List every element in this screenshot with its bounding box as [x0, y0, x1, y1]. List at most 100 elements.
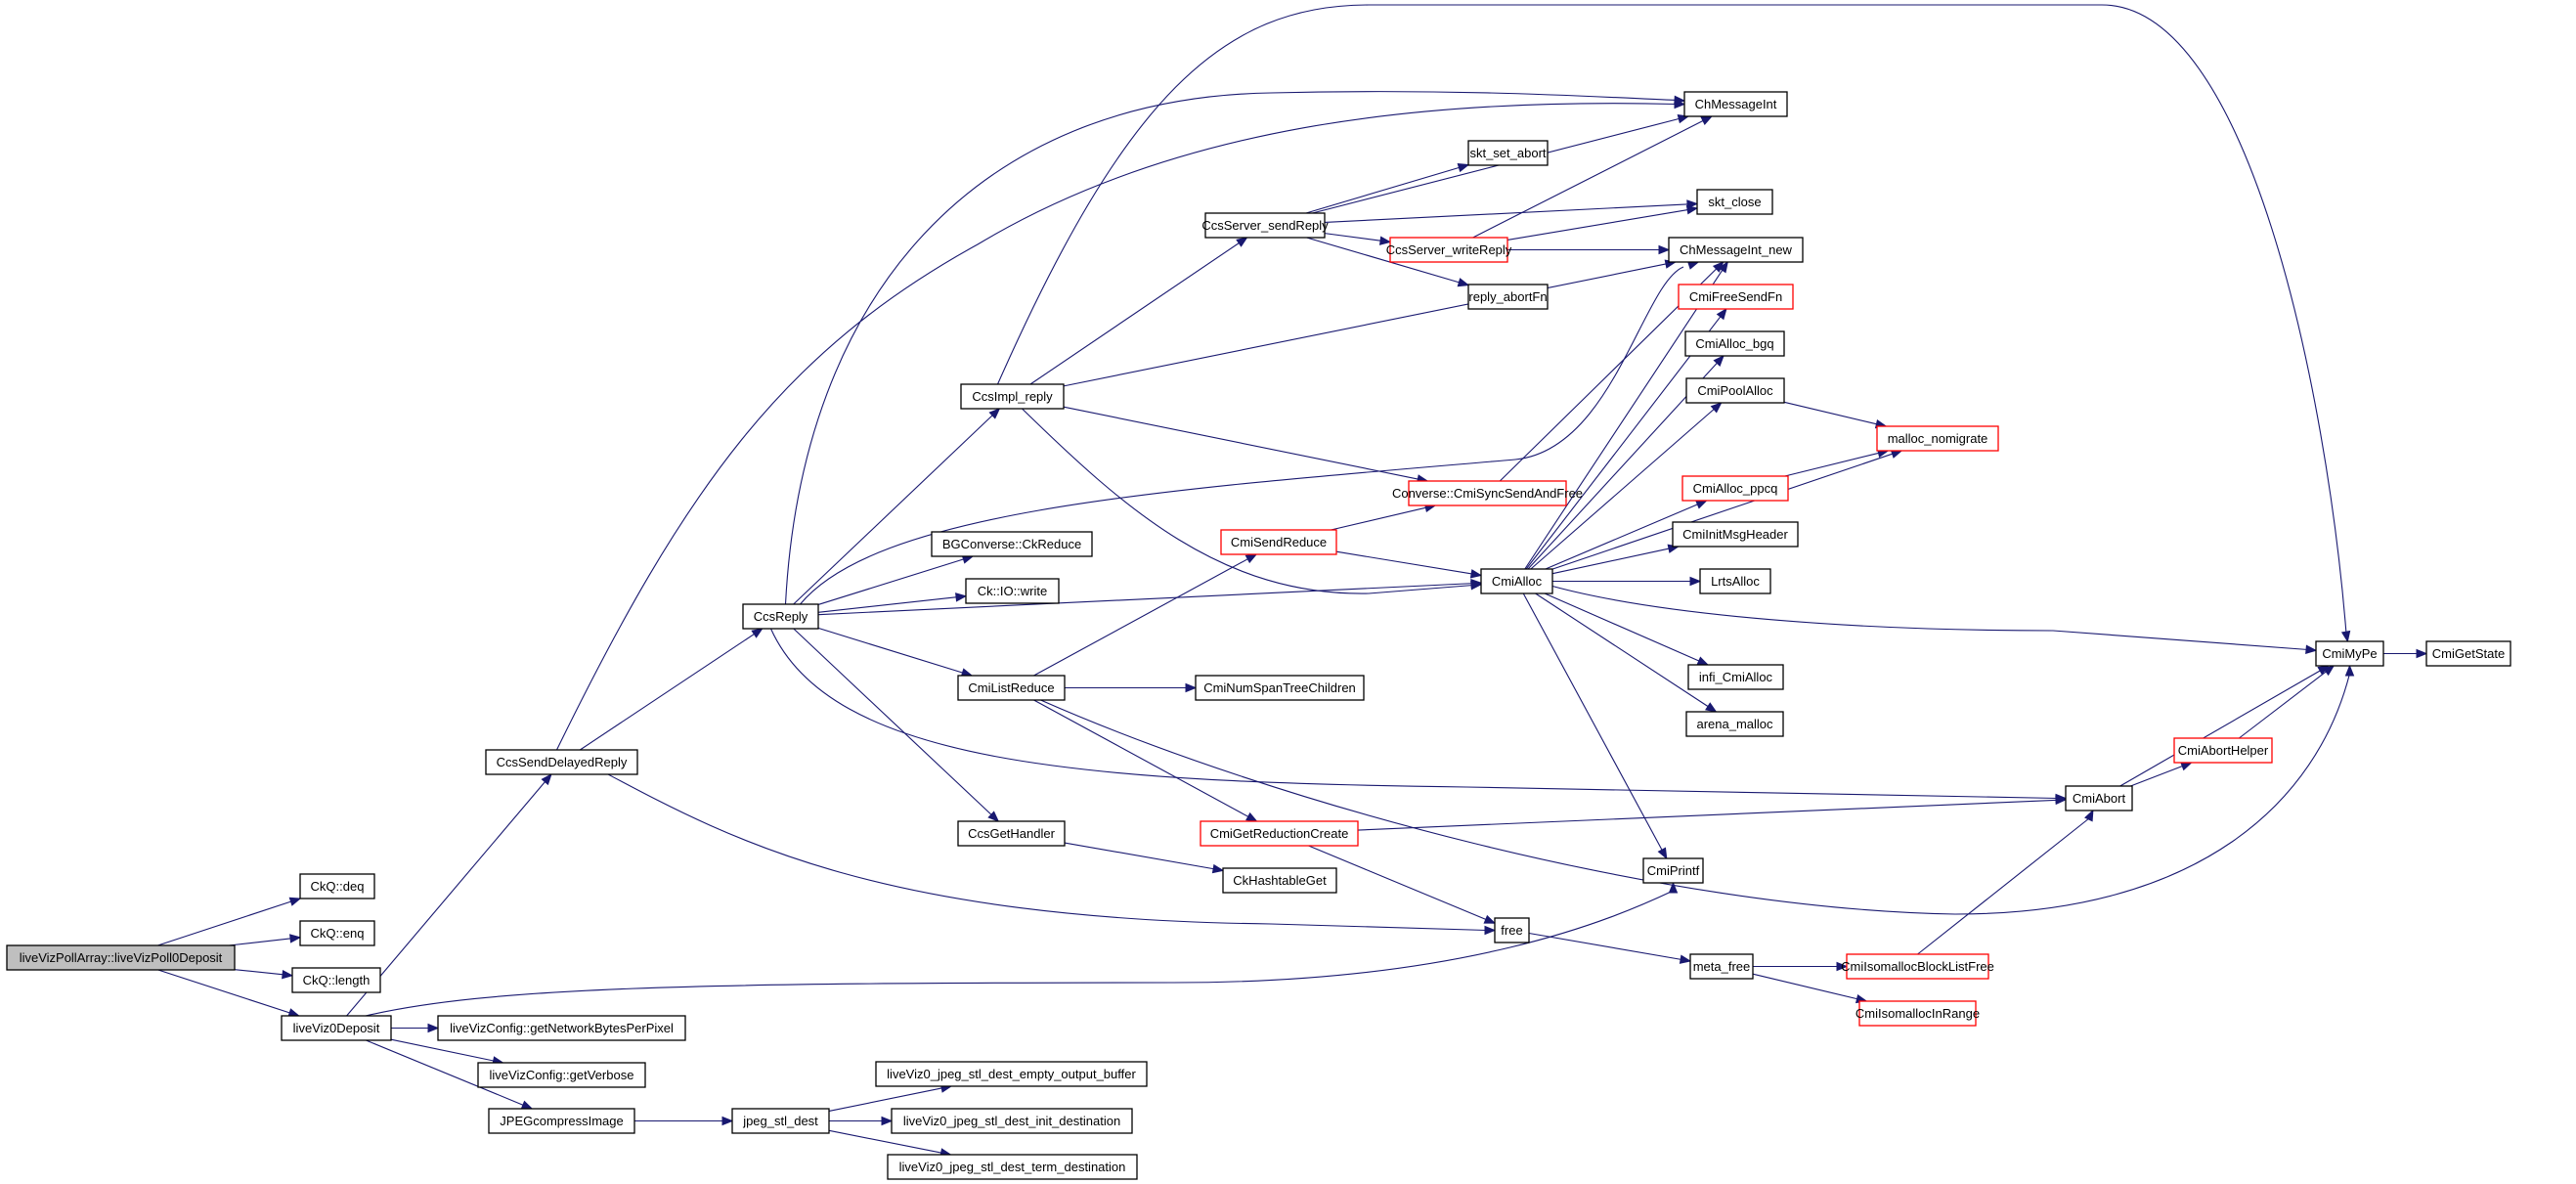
node-box[interactable] [1642, 857, 1704, 884]
node-box[interactable] [1494, 917, 1530, 943]
node-skt-set-abort[interactable]: skt_set_abort [1467, 140, 1549, 166]
node-box[interactable] [1200, 820, 1359, 847]
node-box[interactable] [1858, 1000, 1977, 1027]
node-liveviz0deposit[interactable]: liveViz0Deposit [281, 1015, 392, 1041]
node-box[interactable] [291, 967, 381, 993]
node-box[interactable] [488, 1108, 635, 1134]
node-cmiisomallocblocklistfree[interactable]: CmiIsomallocBlockListFree [1841, 953, 1994, 980]
node-box[interactable] [1480, 568, 1553, 594]
node-box[interactable] [437, 1015, 686, 1041]
node-cmiisomallocinrange[interactable]: CmiIsomallocInRange [1856, 1000, 1980, 1027]
node-box[interactable] [2065, 785, 2133, 811]
node-box[interactable] [1687, 664, 1784, 690]
node-livevizpollarray-livevizpoll0deposit[interactable]: liveVizPollArray::liveVizPoll0Deposit [6, 944, 236, 971]
node-box[interactable] [1389, 237, 1508, 263]
node-box[interactable] [965, 578, 1060, 604]
node-box[interactable] [2315, 640, 2384, 667]
node-liveviz0-jpeg-stl-dest-term-destination[interactable]: liveViz0_jpeg_stl_dest_term_destination [887, 1154, 1138, 1180]
node-jpeg-stl-dest[interactable]: jpeg_stl_dest [731, 1108, 830, 1134]
node-jpegcompressimage[interactable]: JPEGcompressImage [488, 1108, 635, 1134]
node-cmilistreduce[interactable]: CmiListReduce [957, 675, 1066, 701]
node-box[interactable] [887, 1154, 1138, 1180]
node-box[interactable] [1685, 711, 1784, 737]
node-box[interactable] [1678, 284, 1794, 310]
node-converse-cmisyncsendandfree[interactable]: Converse::CmiSyncSendAndFree [1392, 480, 1583, 506]
node-box[interactable] [299, 873, 375, 899]
node-ck-io-write[interactable]: Ck::IO::write [965, 578, 1060, 604]
node-box[interactable] [1846, 953, 1989, 980]
node-box[interactable] [1467, 284, 1549, 310]
node-box[interactable] [960, 383, 1065, 410]
node-box[interactable] [1467, 140, 1549, 166]
node-cmiabort[interactable]: CmiAbort [2065, 785, 2133, 811]
node-ccsreply[interactable]: CcsReply [742, 603, 819, 630]
node-box[interactable] [1685, 377, 1785, 404]
node-box[interactable] [477, 1062, 646, 1088]
node-free[interactable]: free [1494, 917, 1530, 943]
node-chmessageint-new[interactable]: ChMessageInt_new [1668, 237, 1804, 263]
node-box[interactable] [1681, 475, 1789, 502]
node-malloc-nomigrate[interactable]: malloc_nomigrate [1876, 425, 1999, 452]
node-ccsgethandler[interactable]: CcsGetHandler [957, 820, 1066, 847]
node-cmifreesendfn[interactable]: CmiFreeSendFn [1678, 284, 1794, 310]
node-box[interactable] [1684, 330, 1785, 357]
node-liveviz0-jpeg-stl-dest-empty-output-buffer[interactable]: liveViz0_jpeg_stl_dest_empty_output_buff… [875, 1061, 1148, 1087]
node-box[interactable] [1672, 521, 1799, 548]
node-ckhashtableget[interactable]: CkHashtableGet [1222, 867, 1337, 894]
node-livevizconfig-getverbose[interactable]: liveVizConfig::getVerbose [477, 1062, 646, 1088]
node-box[interactable] [1222, 867, 1337, 894]
node-box[interactable] [1876, 425, 1999, 452]
node-box[interactable] [1683, 91, 1788, 117]
node-cmimype[interactable]: CmiMyPe [2315, 640, 2384, 667]
node-box[interactable] [299, 920, 375, 946]
node-cmiprintf[interactable]: CmiPrintf [1642, 857, 1704, 884]
node-box[interactable] [957, 675, 1066, 701]
node-box[interactable] [1699, 568, 1771, 594]
node-infi-cmialloc[interactable]: infi_CmiAlloc [1687, 664, 1784, 690]
node-box[interactable] [891, 1108, 1133, 1134]
node-lrtsalloc[interactable]: LrtsAlloc [1699, 568, 1771, 594]
node-box[interactable] [2173, 737, 2273, 764]
node-ckq-length[interactable]: CkQ::length [291, 967, 381, 993]
node-meta-free[interactable]: meta_free [1689, 953, 1754, 980]
node-box[interactable] [6, 944, 236, 971]
node-cmialloc[interactable]: CmiAlloc [1480, 568, 1553, 594]
node-ccsimpl-reply[interactable]: CcsImpl_reply [960, 383, 1065, 410]
node-ckq-deq[interactable]: CkQ::deq [299, 873, 375, 899]
node-arena-malloc[interactable]: arena_malloc [1685, 711, 1784, 737]
node-cmisendreduce[interactable]: CmiSendReduce [1220, 529, 1337, 555]
node-skt-close[interactable]: skt_close [1696, 189, 1773, 215]
node-ccsserver-sendreply[interactable]: CcsServer_sendReply [1201, 212, 1329, 239]
node-cmigetstate[interactable]: CmiGetState [2425, 640, 2511, 667]
node-box[interactable] [931, 531, 1093, 557]
node-cmiaborthelper[interactable]: CmiAbortHelper [2173, 737, 2273, 764]
node-box[interactable] [957, 820, 1066, 847]
node-ccssenddelayedreply[interactable]: CcsSendDelayedReply [485, 749, 638, 775]
node-box[interactable] [742, 603, 819, 630]
node-box[interactable] [731, 1108, 830, 1134]
node-cmialloc-ppcq[interactable]: CmiAlloc_ppcq [1681, 475, 1789, 502]
node-cmipoolalloc[interactable]: CmiPoolAlloc [1685, 377, 1785, 404]
node-box[interactable] [875, 1061, 1148, 1087]
node-box[interactable] [2425, 640, 2511, 667]
node-box[interactable] [1220, 529, 1337, 555]
node-box[interactable] [1204, 212, 1326, 239]
node-cmigetreductioncreate[interactable]: CmiGetReductionCreate [1200, 820, 1359, 847]
node-cmialloc-bgq[interactable]: CmiAlloc_bgq [1684, 330, 1785, 357]
node-bgconverse-ckreduce[interactable]: BGConverse::CkReduce [931, 531, 1093, 557]
node-reply-abortfn[interactable]: reply_abortFn [1467, 284, 1549, 310]
node-liveviz0-jpeg-stl-dest-init-destination[interactable]: liveViz0_jpeg_stl_dest_init_destination [891, 1108, 1133, 1134]
node-cmiinitmsgheader[interactable]: CmiInitMsgHeader [1672, 521, 1799, 548]
node-ccsserver-writereply[interactable]: CcsServer_writeReply [1386, 237, 1512, 263]
node-box[interactable] [1689, 953, 1754, 980]
node-box[interactable] [281, 1015, 392, 1041]
node-box[interactable] [485, 749, 638, 775]
node-chmessageint[interactable]: ChMessageInt [1683, 91, 1788, 117]
node-livevizconfig-getnetworkbytesperpixel[interactable]: liveVizConfig::getNetworkBytesPerPixel [437, 1015, 686, 1041]
node-ckq-enq[interactable]: CkQ::enq [299, 920, 375, 946]
node-cminumspantreechildren[interactable]: CmiNumSpanTreeChildren [1195, 675, 1365, 701]
node-box[interactable] [1408, 480, 1567, 506]
node-box[interactable] [1195, 675, 1365, 701]
node-box[interactable] [1696, 189, 1773, 215]
node-box[interactable] [1668, 237, 1804, 263]
